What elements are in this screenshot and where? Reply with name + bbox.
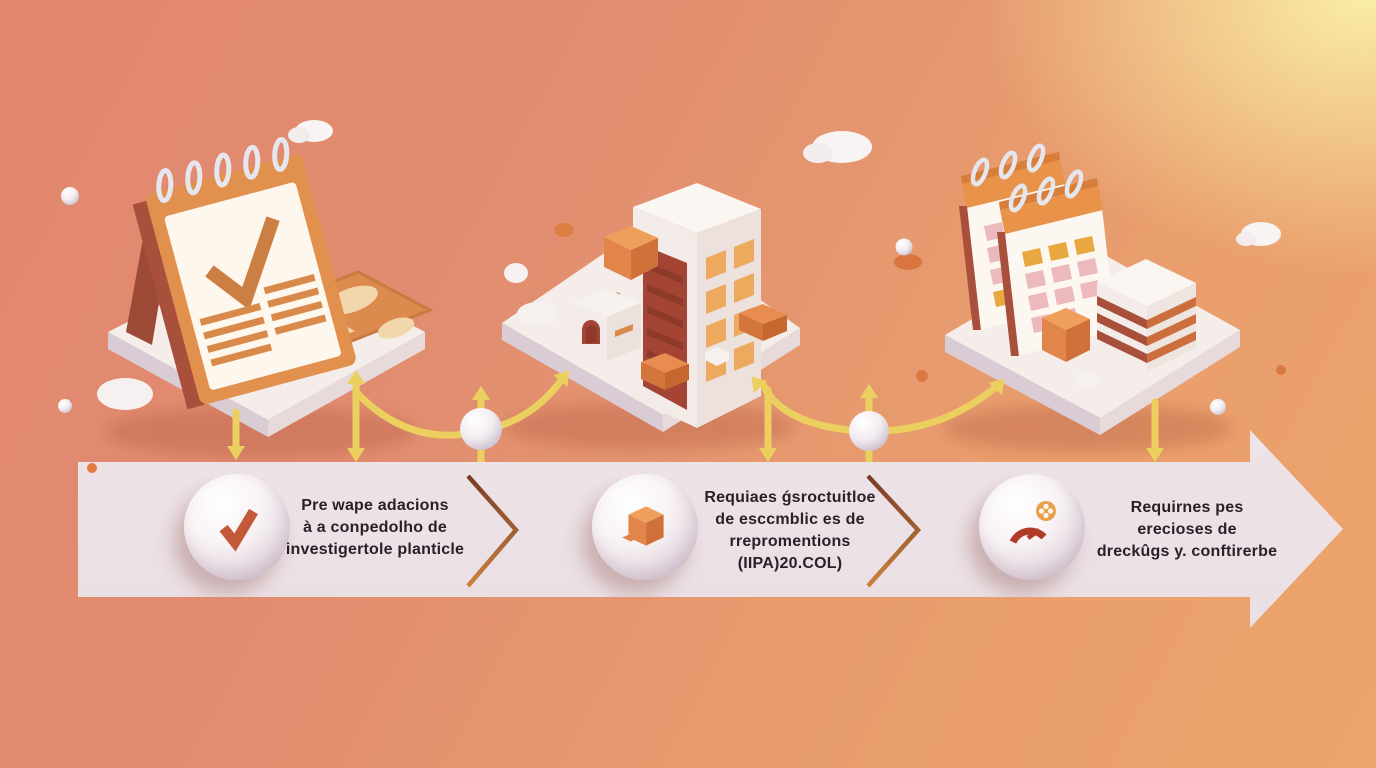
platform-side xyxy=(268,332,425,437)
step-2-line: Requiaes ǵsroctuitloe xyxy=(704,489,876,506)
arrowhead-diag xyxy=(553,370,570,387)
platform-side xyxy=(1100,330,1240,435)
flat-crate xyxy=(739,304,787,341)
step-2-line: rrepromentions xyxy=(729,533,851,550)
connector-sphere xyxy=(460,408,502,450)
arrowhead-up xyxy=(347,370,365,384)
arrowhead-diag xyxy=(988,378,1005,395)
spiral-rings xyxy=(156,136,290,204)
step-3-text: Requirnes pes erecioses de dreckûgs y. c… xyxy=(1057,497,1317,563)
small-house xyxy=(573,289,641,361)
decorations xyxy=(58,120,1286,415)
step-3-line: dreckûgs y. conftirerbe xyxy=(1096,543,1278,560)
arrowhead-up xyxy=(860,384,878,398)
spiral-rings xyxy=(1008,169,1084,213)
checkmark-icon xyxy=(219,508,258,552)
cloud-doodle xyxy=(377,317,415,339)
step-1-line: à a conpedolho de xyxy=(303,519,447,536)
orange-disk xyxy=(894,254,922,270)
step-2-line: de esccmblic es de xyxy=(715,511,865,528)
text-lines xyxy=(199,273,327,367)
cloud xyxy=(1236,222,1281,246)
white-ball xyxy=(58,399,72,413)
step-3-line: Requirnes pes xyxy=(1130,499,1244,516)
step-1-line: investigertole planticle xyxy=(285,541,465,558)
white-dome xyxy=(504,263,528,283)
arrowheads xyxy=(227,370,1164,462)
spiral-calendar xyxy=(132,136,356,410)
cloud xyxy=(803,131,872,163)
platform-side xyxy=(945,335,1100,435)
station-3-illustration xyxy=(945,143,1240,435)
white-ball xyxy=(61,187,79,205)
chevron-separator xyxy=(466,474,519,588)
checkmark-sphere-icon xyxy=(184,474,290,580)
step-2-text: Requiaes ǵsroctuitloe de esccmblic es de… xyxy=(670,487,910,575)
gauge-icon xyxy=(1009,501,1056,544)
white-piece xyxy=(705,347,729,366)
pin-dot xyxy=(87,463,97,473)
orange-dot xyxy=(1276,365,1286,375)
chevron-separator xyxy=(866,474,922,588)
striped-building xyxy=(1097,259,1196,372)
station-1-illustration xyxy=(108,136,434,437)
white-dome xyxy=(97,378,153,410)
white-ball xyxy=(895,238,913,256)
platform-side xyxy=(502,323,663,432)
arrowhead-diag xyxy=(751,376,768,393)
step-2-line: (IIPA)20.COL) xyxy=(737,555,843,572)
cube-icon xyxy=(622,506,664,546)
arrowhead-down xyxy=(1146,448,1164,462)
flat-crate xyxy=(641,353,689,390)
connector-sphere xyxy=(849,411,889,451)
step-1-text: Pre wape adacions à a conpedolho de inve… xyxy=(245,495,505,561)
cube-sphere-icon xyxy=(592,474,698,580)
arrowhead-up xyxy=(472,386,490,400)
gear-icon xyxy=(1036,501,1056,521)
orange-cube xyxy=(604,226,658,280)
step-3-line: erecioses de xyxy=(1137,521,1237,538)
white-dome xyxy=(1073,370,1099,388)
white-ball xyxy=(1210,399,1226,415)
cloud xyxy=(288,120,333,143)
gauge-sphere-icon xyxy=(979,474,1085,580)
arrowhead-down xyxy=(759,448,777,462)
step-1-line: Pre wape adacions xyxy=(301,497,449,514)
white-dome xyxy=(517,302,559,326)
orange-dot xyxy=(916,370,928,382)
orange-cube xyxy=(1042,308,1090,362)
station-2-illustration xyxy=(502,183,800,432)
checkmark xyxy=(205,216,280,310)
arrowhead-down xyxy=(227,446,245,460)
tower-building xyxy=(633,183,761,428)
orange-dot xyxy=(554,223,574,237)
arrowhead-down xyxy=(347,448,365,462)
